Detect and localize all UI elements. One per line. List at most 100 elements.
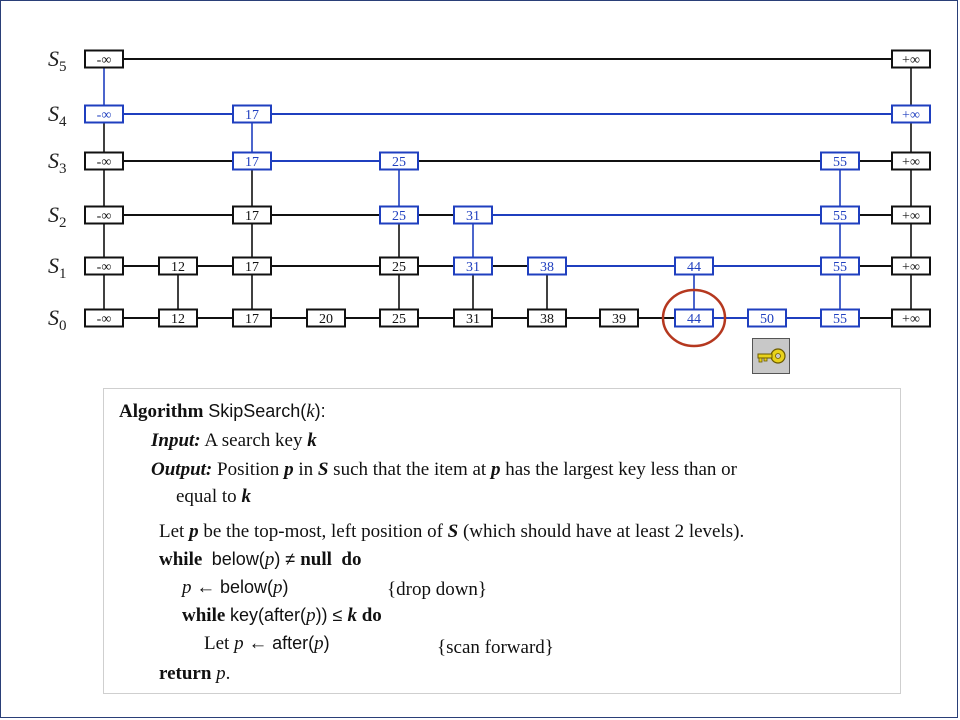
algorithm-box: Algorithm SkipSearch(k): Input: A search… bbox=[103, 388, 901, 694]
node-box bbox=[306, 308, 346, 328]
node-box bbox=[84, 151, 124, 171]
output-line: Output: Position p in S such that the it… bbox=[151, 459, 737, 481]
node-box bbox=[747, 308, 787, 328]
node-key: 17 bbox=[245, 260, 259, 275]
level-label: S4 bbox=[48, 101, 67, 130]
found-key-circle bbox=[661, 288, 727, 348]
node-key: 38 bbox=[540, 312, 554, 327]
let2-var-p: p bbox=[234, 633, 244, 654]
algorithm-arg: k bbox=[306, 401, 315, 422]
key-icon-glyph bbox=[757, 348, 786, 364]
keyword-null: null bbox=[300, 549, 332, 570]
node-key: -∞ bbox=[97, 260, 112, 275]
assign-fn-below: below( bbox=[220, 577, 274, 597]
node-box bbox=[820, 308, 860, 328]
output-var-k: k bbox=[241, 486, 251, 507]
node-key: +∞ bbox=[902, 312, 920, 327]
output-line-2: equal to k bbox=[176, 486, 251, 508]
level-label: S0 bbox=[48, 305, 67, 334]
node-key: -∞ bbox=[97, 209, 112, 224]
assign-var-p: p bbox=[182, 577, 192, 598]
let2-fn-after: after( bbox=[272, 633, 315, 653]
while-line-1: while below(p) ≠ null do bbox=[159, 549, 361, 571]
node-box bbox=[674, 256, 714, 276]
return-dot: . bbox=[225, 663, 231, 684]
node-box bbox=[379, 205, 419, 225]
node-key: 55 bbox=[833, 209, 847, 224]
node-key: -∞ bbox=[97, 108, 112, 123]
output-label: Output: bbox=[151, 459, 213, 480]
return-var-p: p bbox=[216, 663, 226, 684]
node-box bbox=[84, 49, 124, 69]
let-line: Let p be the top-most, left position of … bbox=[159, 521, 744, 543]
node-box bbox=[84, 256, 124, 276]
node-box bbox=[379, 151, 419, 171]
node-key: 12 bbox=[171, 260, 185, 275]
node-box bbox=[599, 308, 639, 328]
algorithm-header: Algorithm SkipSearch(k): bbox=[119, 401, 326, 423]
node-key: 55 bbox=[833, 155, 847, 170]
input-label: Input: bbox=[151, 430, 201, 451]
level-label: S1 bbox=[48, 253, 67, 282]
node-box bbox=[84, 104, 124, 124]
node-box bbox=[232, 151, 272, 171]
keyword-do: do bbox=[341, 549, 362, 570]
node-key: 25 bbox=[392, 155, 406, 170]
level-index: 1 bbox=[59, 266, 67, 282]
output-var-p: p bbox=[284, 459, 294, 480]
input-var: k bbox=[307, 430, 317, 451]
assign-arrow: ← bbox=[191, 577, 220, 598]
node-key: +∞ bbox=[902, 53, 920, 68]
level-label: S3 bbox=[48, 148, 67, 177]
node-box bbox=[891, 49, 931, 69]
algorithm-name-end: ): bbox=[314, 401, 326, 421]
node-box bbox=[232, 256, 272, 276]
comment-scan-forward: {scan forward} bbox=[437, 637, 554, 658]
output-text-4: has the largest key less than or bbox=[500, 459, 738, 480]
assign-close: ) bbox=[282, 577, 289, 597]
level-label: S2 bbox=[48, 202, 67, 231]
let-var-p: p bbox=[189, 521, 199, 542]
input-text: A search key bbox=[204, 430, 308, 451]
node-box bbox=[158, 308, 198, 328]
node-key: 44 bbox=[687, 260, 701, 275]
keyword-while-2: while bbox=[182, 605, 226, 626]
keyword-while: while bbox=[159, 549, 203, 570]
output-text-1: Position bbox=[217, 459, 285, 480]
node-key: +∞ bbox=[902, 209, 920, 224]
node-box bbox=[84, 205, 124, 225]
assign-var-p2: p bbox=[273, 577, 283, 598]
node-key: -∞ bbox=[97, 155, 112, 170]
node-key: 17 bbox=[245, 108, 259, 123]
node-box bbox=[84, 308, 124, 328]
node-box bbox=[232, 308, 272, 328]
node-box bbox=[891, 205, 931, 225]
node-box bbox=[158, 256, 198, 276]
output-text-3: such that the item at bbox=[328, 459, 491, 480]
node-key: 31 bbox=[466, 260, 480, 275]
algorithm-name: SkipSearch( bbox=[208, 401, 307, 421]
node-box bbox=[232, 205, 272, 225]
node-key: 31 bbox=[466, 312, 480, 327]
return-line: return p. bbox=[159, 663, 230, 685]
node-key: -∞ bbox=[97, 312, 112, 327]
node-key: 25 bbox=[392, 260, 406, 275]
node-key: 17 bbox=[245, 209, 259, 224]
let2-close: ) bbox=[323, 633, 330, 653]
node-key: 50 bbox=[760, 312, 774, 327]
node-box bbox=[891, 104, 931, 124]
let-text-3: (which should have at least 2 levels). bbox=[458, 521, 745, 542]
node-box bbox=[379, 256, 419, 276]
let2-arrow: ← bbox=[243, 633, 273, 654]
node-box bbox=[891, 256, 931, 276]
node-box bbox=[453, 256, 493, 276]
node-key: 31 bbox=[466, 209, 480, 224]
fn-below: below( bbox=[211, 549, 265, 569]
not-equal: ) ≠ bbox=[274, 549, 301, 569]
keyword-do-2: do bbox=[361, 605, 382, 626]
while2-var-k: k bbox=[347, 605, 357, 626]
key-icon[interactable] bbox=[752, 338, 790, 374]
fn-key-after: key(after( bbox=[230, 605, 307, 625]
